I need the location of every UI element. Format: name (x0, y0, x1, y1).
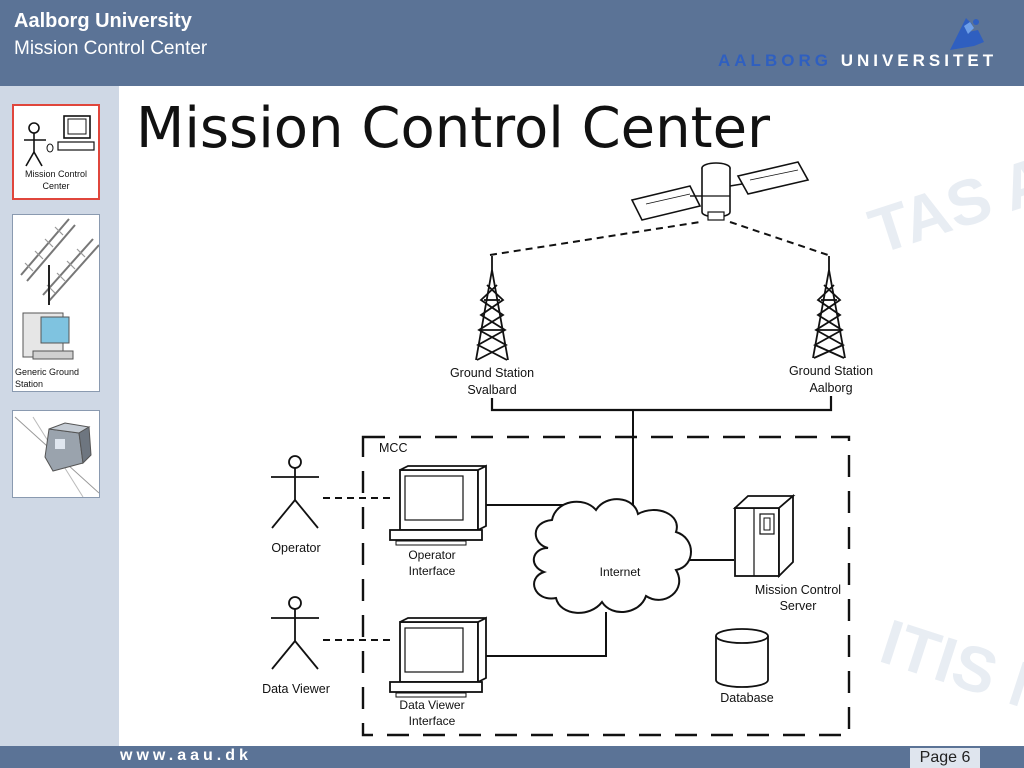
cubesat-thumb-icon (14, 416, 99, 497)
server-label-1: Mission Control (755, 583, 841, 597)
station-aalborg-place: Aalborg (809, 381, 852, 395)
data-viewer-actor-icon (271, 596, 319, 670)
slide-sidebar: Mission Control Center Generic Ground (0, 86, 119, 746)
sidebar-item-mission-control-center[interactable]: Mission Control Center (12, 104, 100, 200)
mission-control-thumb-icon (24, 115, 95, 167)
org-name: Aalborg University (14, 10, 192, 32)
sidebar-item-generic-ground-station[interactable]: Generic Ground Station (12, 214, 100, 392)
logo-text-aalborg: AALBORG (718, 51, 832, 70)
operator-interface-label-2: Interface (409, 564, 456, 578)
link-satellite-svalbard (489, 221, 701, 256)
antenna-tower-svalbard-icon (475, 256, 509, 361)
operator-actor-icon (271, 455, 319, 529)
database-icon (715, 628, 769, 688)
slide-title: Mission Control Center (136, 96, 771, 161)
university-seal-watermark: TAS A ITIS N (860, 140, 1024, 740)
link-dataviewer-internet (486, 612, 607, 657)
mcc-boundary (361, 435, 851, 737)
sidebar-item-label-2: Generic Ground Station (15, 367, 80, 389)
data-viewer-interface-computer-icon (389, 616, 487, 698)
aau-logo-icon (950, 18, 984, 50)
logo-text-universitet: UNIVERSITET (840, 51, 998, 70)
link-satellite-aalborg (729, 221, 829, 256)
internet-label: Internet (600, 565, 641, 579)
mcc-label: MCC (379, 441, 407, 455)
operator-label: Operator (271, 541, 320, 555)
sidebar-item-label-1: Mission Control Center (24, 169, 88, 191)
internet-cloud-icon (533, 498, 692, 614)
antenna-tower-aalborg-icon (812, 256, 846, 359)
operator-interface-label-1: Operator (408, 548, 455, 562)
data-viewer-label: Data Viewer (262, 682, 330, 696)
aau-logo-wordmark: AALBORG UNIVERSITET (718, 51, 997, 71)
header-subtitle: Mission Control Center (14, 38, 208, 59)
station-bus-line (490, 396, 833, 412)
header-bar: Aalborg University Mission Control Cente… (0, 0, 1024, 86)
station-aalborg-name: Ground Station (789, 364, 873, 378)
operator-interface-computer-icon (389, 464, 487, 546)
footer-bar: www.aau.dk Page 6 (0, 746, 1024, 768)
page-number: Page 6 (910, 748, 980, 768)
station-svalbard-name: Ground Station (450, 366, 534, 380)
station-svalbard-place: Svalbard (467, 383, 516, 397)
database-label: Database (720, 691, 774, 705)
satellite-icon (630, 161, 810, 221)
ground-station-thumb-icon (20, 218, 99, 360)
data-viewer-interface-label-2: Interface (409, 714, 456, 728)
sidebar-item-satellite[interactable] (12, 410, 100, 498)
mission-control-server-icon (732, 494, 796, 579)
footer-url[interactable]: www.aau.dk (120, 747, 252, 764)
server-label-2: Server (780, 599, 817, 613)
data-viewer-interface-label-1: Data Viewer (399, 698, 464, 712)
